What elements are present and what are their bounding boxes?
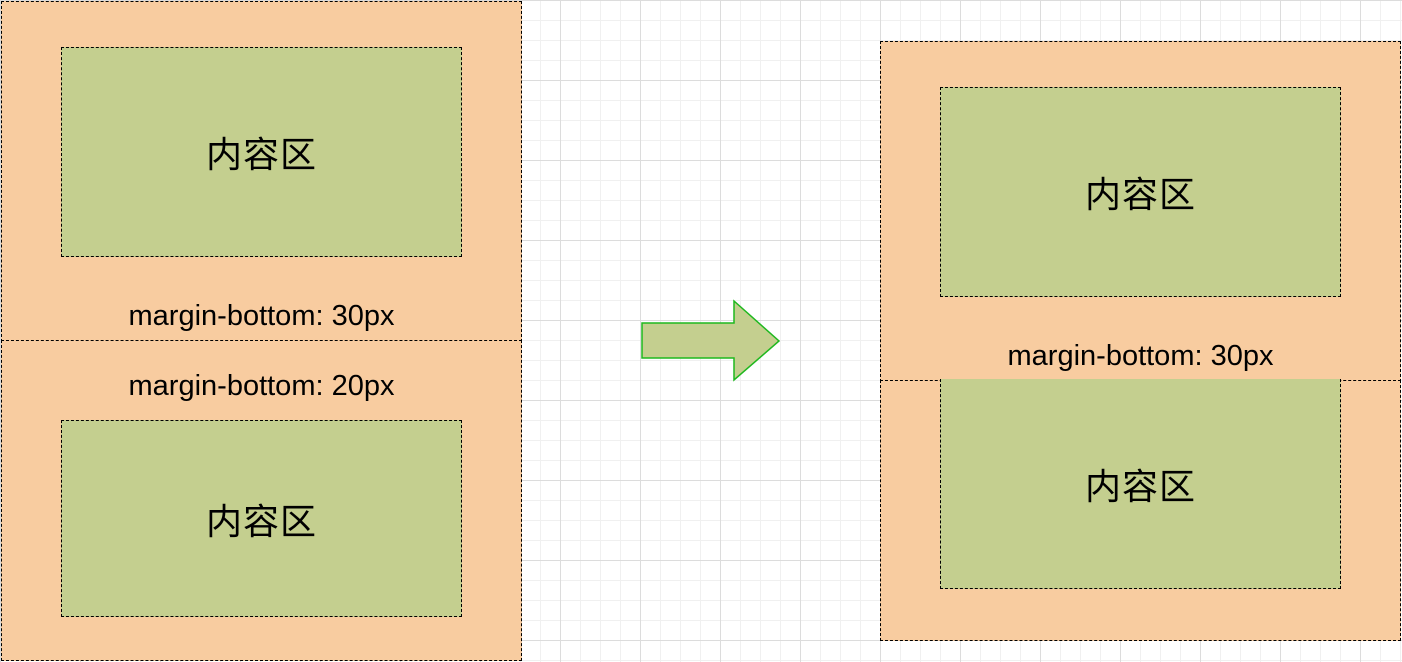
before-bottom-margin-box: margin-bottom: 20px 内容区 [1,340,522,661]
before-bottom-margin-label: margin-bottom: 20px [128,370,395,402]
before-bottom-content-box: 内容区 [61,420,462,617]
before-bottom-content-label: 内容区 [205,501,317,543]
after-bottom-margin-box: 内容区 [880,379,1401,641]
right-arrow-icon [641,299,781,382]
before-top-content-label: 内容区 [205,135,317,176]
after-top-content-box: 内容区 [940,87,1341,297]
after-bottom-content-box: 内容区 [940,379,1341,589]
before-top-content-box: 内容区 [61,47,462,257]
before-top-margin-box: 内容区 margin-bottom: 30px [1,1,522,342]
before-top-margin-label: margin-bottom: 30px [128,300,395,332]
after-bottom-content-label: 内容区 [1084,466,1196,508]
right-arrow-shape [641,299,781,382]
after-top-margin-label: margin-bottom: 30px [1007,340,1274,372]
after-top-margin-box: 内容区 margin-bottom: 30px [880,41,1401,382]
after-top-content-label: 内容区 [1084,175,1196,216]
